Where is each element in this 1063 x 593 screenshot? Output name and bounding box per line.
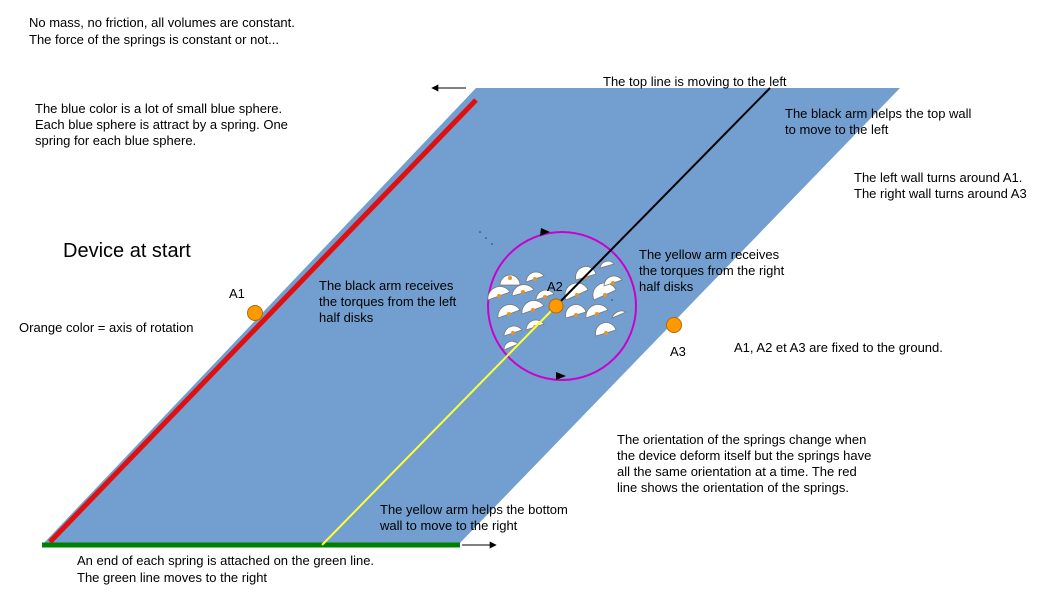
axis-a1-icon bbox=[247, 305, 263, 321]
blue-sphere-panel bbox=[42, 88, 900, 545]
black-arm-torque-note-line-1: The black arm receives bbox=[319, 278, 454, 293]
blue-note-line-3: spring for each blue sphere. bbox=[35, 133, 197, 148]
label-a3: A3 bbox=[670, 344, 686, 359]
fixed-axes-note: A1, A2 et A3 are fixed to the ground. bbox=[734, 340, 943, 355]
axis-a3-icon bbox=[666, 317, 682, 333]
axis-a2-icon bbox=[548, 298, 564, 314]
circle-top-arrow-icon bbox=[540, 228, 550, 236]
black-arm-top-note-line-2: to move to the left bbox=[785, 122, 889, 137]
yellow-arm-bottom-note-line-1: The yellow arm helps the bottom bbox=[380, 502, 568, 517]
label-a1: A1 bbox=[229, 286, 245, 301]
orange-axis-note: Orange color = axis of rotation bbox=[19, 320, 194, 335]
blue-note-line-2: Each blue sphere is attract by a spring.… bbox=[35, 117, 288, 132]
springs-note-line-1: The orientation of the springs change wh… bbox=[617, 432, 867, 447]
blue-note-line-1: The blue color is a lot of small blue sp… bbox=[35, 101, 283, 116]
intro-note-line-1: No mass, no friction, all volumes are co… bbox=[29, 15, 295, 30]
page-title: Device at start bbox=[63, 240, 191, 262]
red-spring-orientation-line bbox=[48, 98, 478, 544]
circle-bottom-arrow-icon bbox=[556, 372, 566, 380]
rotation-circle bbox=[487, 231, 637, 381]
springs-note-line-4: line shows the orientation of the spring… bbox=[617, 480, 849, 495]
yellow-arm bbox=[321, 305, 557, 546]
walls-note-line-2: The right wall turns around A3 bbox=[854, 186, 1027, 201]
yellow-arm-torque-note-line-1: The yellow arm receives bbox=[639, 247, 780, 262]
black-arm-torque-note-line-2: the torques from the left bbox=[319, 294, 457, 309]
yellow-arm-torque-note-line-2: the torques from the right bbox=[639, 263, 785, 278]
green-line-note-line-2: The green line moves to the right bbox=[77, 570, 268, 585]
black-arm-top-note-line-1: The black arm helps the top wall bbox=[785, 106, 972, 121]
green-line-note-line-1: An end of each spring is attached on the… bbox=[77, 553, 375, 568]
yellow-arm-bottom-note-line-2: wall to move to the right bbox=[380, 518, 518, 533]
springs-note-line-3: all the same orientation at a time. The … bbox=[617, 464, 857, 479]
springs-note-line-2: the device deform itself but the springs… bbox=[617, 448, 872, 463]
top-line-note: The top line is moving to the left bbox=[603, 74, 787, 89]
black-arm-torque-note-line-3: half disks bbox=[319, 310, 374, 325]
label-a2: A2 bbox=[547, 279, 563, 294]
intro-note-line-2: The force of the springs is constant or … bbox=[29, 32, 280, 47]
right-half-disks bbox=[564, 260, 627, 337]
black-arm bbox=[555, 87, 771, 307]
walls-note-line-1: The left wall turns around A1. bbox=[854, 170, 1023, 185]
yellow-arm-torque-note-line-3: half disks bbox=[639, 279, 694, 294]
